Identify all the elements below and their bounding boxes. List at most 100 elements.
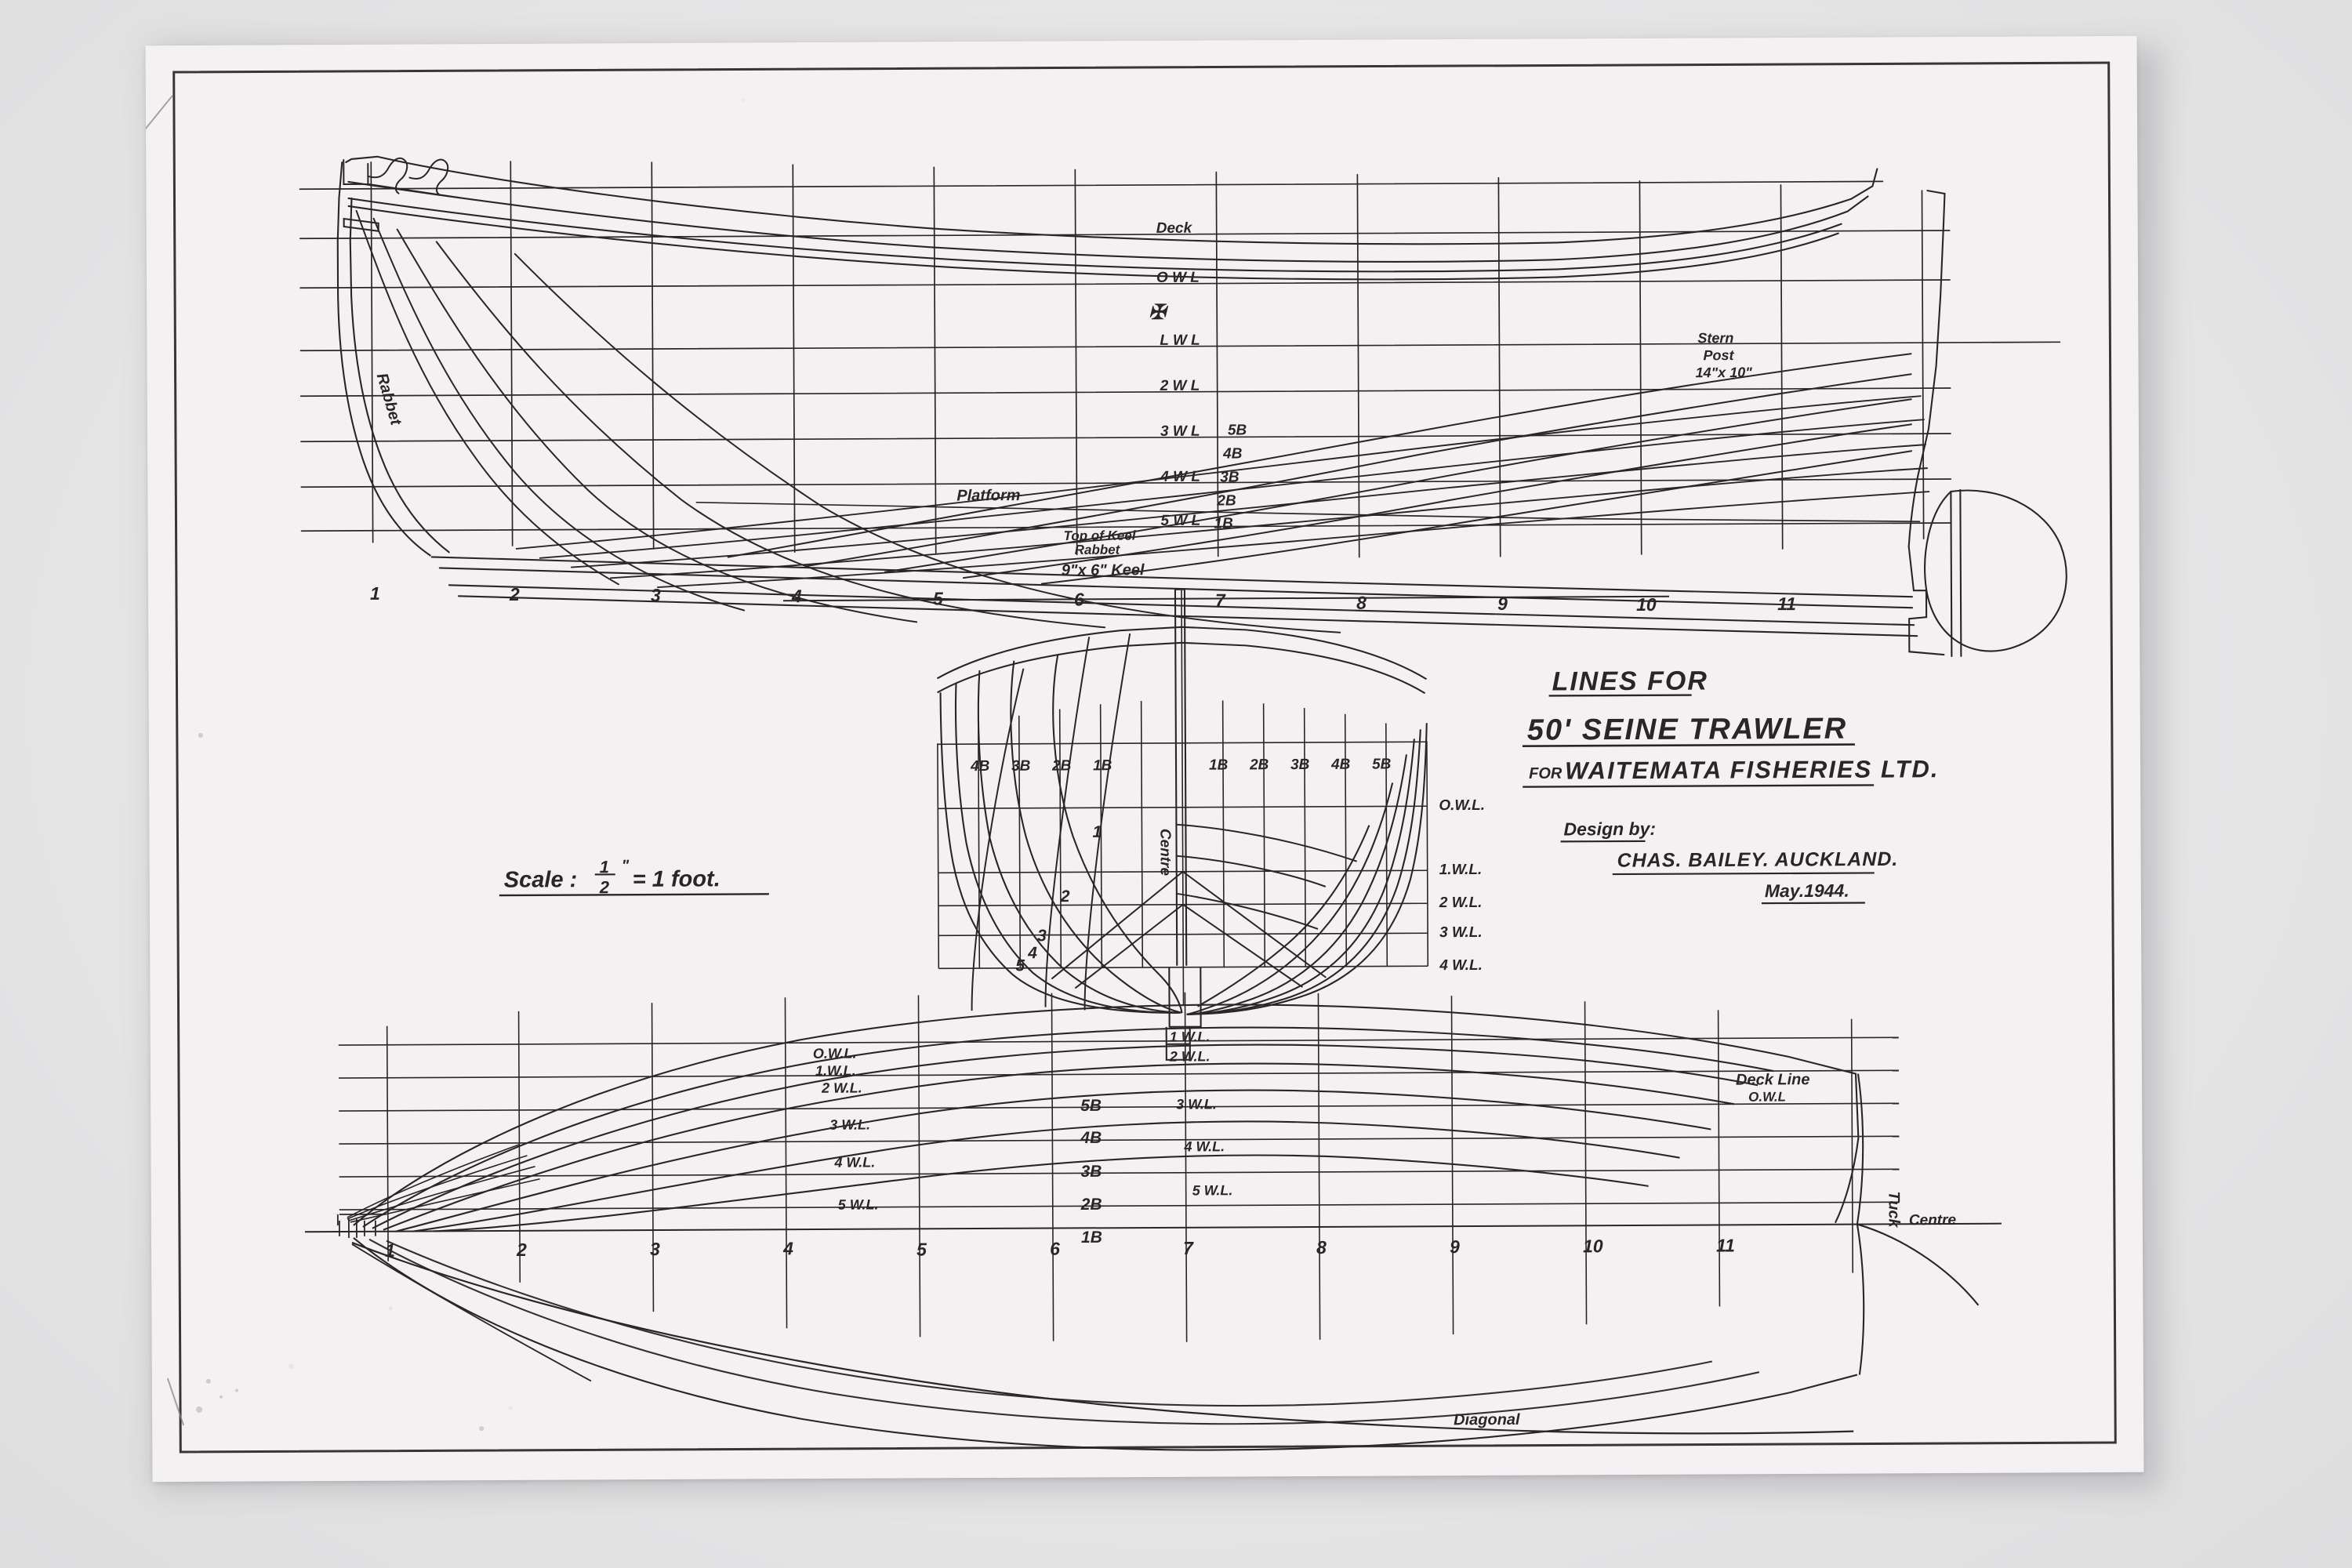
- designer-name: CHAS. BAILEY. AUCKLAND.: [1617, 848, 1899, 872]
- hb-transom-aft: [1856, 1224, 1865, 1375]
- label-4wl: 4 W L: [1160, 469, 1200, 485]
- scale-numerator: 1: [600, 857, 609, 877]
- label-sternpost-2: Post: [1703, 347, 1734, 363]
- svg-text:8: 8: [1356, 593, 1367, 613]
- bp-station-3: 3: [1037, 927, 1047, 945]
- hb-tuck-label: Tuck: [1885, 1191, 1902, 1228]
- hb-stern-taper: [1857, 1223, 1980, 1306]
- midship-symbol-icon: ✠: [1149, 300, 1168, 324]
- hb-deck-line: [353, 1004, 1860, 1226]
- bp-label-2b-left: 2B: [1051, 757, 1072, 774]
- body-plan-deck-line: [937, 641, 1426, 695]
- label-sternpost-1: Stern: [1697, 330, 1733, 346]
- hb-4wl-left: 4 W.L.: [833, 1154, 875, 1170]
- body-plan-forward-sections: [939, 654, 1183, 1014]
- hb-centre-label: Centre: [1909, 1212, 1957, 1229]
- profile-station-grid: [370, 161, 1925, 558]
- svg-text:5: 5: [933, 588, 944, 608]
- hb-3wl-left: 3 W.L.: [829, 1116, 870, 1132]
- hb-lower-curves: [368, 1238, 1760, 1425]
- svg-text:7: 7: [1183, 1238, 1194, 1258]
- label-rabbet-keel: Rabbet: [1075, 543, 1121, 557]
- svg-text:3: 3: [651, 585, 661, 605]
- hb-deck-line-lower: [353, 1237, 1858, 1451]
- design-by-label: Design by:: [1563, 818, 1656, 840]
- hb-5b: 5B: [1080, 1097, 1102, 1115]
- profile-sternpost: [1907, 475, 1919, 548]
- scale-inch-mark: ": [622, 857, 630, 874]
- svg-text:11: 11: [1716, 1235, 1735, 1255]
- bp-label-3b-left: 3B: [1011, 758, 1031, 775]
- svg-text:9: 9: [1497, 593, 1508, 614]
- body-plan-vertical-grid: [937, 589, 1429, 1005]
- profile-transom-line: [1917, 190, 1946, 477]
- hb-owl-stern: O.W.L: [1748, 1089, 1786, 1104]
- drawing-sheet: Deck O W L L W L 2 W L 3 W L 4 W L 5 W L…: [145, 35, 2144, 1483]
- bp-label-4b-left: 4B: [970, 758, 990, 775]
- bp-label-2wl: 2 W.L.: [1439, 895, 1483, 911]
- bp-station-5: 5: [1015, 956, 1025, 975]
- hb-5wl-left: 5 W.L.: [838, 1196, 879, 1212]
- svg-text:2: 2: [516, 1240, 527, 1260]
- svg-text:6: 6: [1074, 589, 1084, 609]
- label-lwl: L W L: [1160, 332, 1200, 349]
- stray-pencil-marks: [145, 95, 185, 1426]
- bp-station-1: 1: [1092, 823, 1102, 841]
- profile-buttock-lines: [515, 395, 1930, 588]
- body-plan-forward-diagonals: [971, 633, 1131, 1011]
- svg-text:2: 2: [509, 584, 520, 604]
- hb-1wl-mid: 1 W.L.: [1170, 1029, 1210, 1044]
- label-2b: 2B: [1216, 492, 1236, 509]
- label-1b: 1B: [1214, 515, 1233, 532]
- bp-label-5b-right: 5B: [1372, 756, 1392, 772]
- profile-deck-edge: [347, 197, 1842, 273]
- hb-station-grid: [386, 992, 1854, 1342]
- bp-station-4: 4: [1027, 944, 1037, 962]
- svg-text:7: 7: [1215, 590, 1226, 611]
- svg-text:8: 8: [1316, 1237, 1327, 1258]
- bp-label-2b-right: 2B: [1249, 757, 1269, 773]
- label-platform: Platform: [956, 487, 1020, 504]
- profile-keel-underside: [457, 595, 1918, 637]
- bp-label-3b-right: 3B: [1290, 757, 1310, 773]
- label-keel-size: 9"x 6" Keel: [1062, 561, 1145, 579]
- body-plan-rail-line: [936, 626, 1428, 681]
- bp-station-2: 2: [1060, 887, 1070, 906]
- scale-denominator: 2: [599, 877, 610, 897]
- profile-rudder-stock2: [1959, 488, 1962, 657]
- label-5b: 5B: [1228, 422, 1247, 438]
- body-plan-stem2: [1183, 589, 1188, 966]
- hb-diagonal-line: [351, 1241, 1854, 1435]
- hb-tuck-line: [1856, 1073, 1864, 1225]
- hb-bow-lower: [351, 1243, 592, 1382]
- hb-owl-left: O.W.L.: [813, 1046, 857, 1062]
- svg-text:6: 6: [1050, 1239, 1060, 1259]
- svg-text:4: 4: [782, 1238, 793, 1258]
- bp-label-3wl: 3 W.L.: [1439, 924, 1483, 941]
- bp-label-4b-right: 4B: [1330, 757, 1351, 773]
- hb-waterline-curves: [362, 1026, 1774, 1232]
- half-breadth-group: [304, 992, 2002, 1451]
- scale-note: Scale : 1 2 " = 1 foot.: [499, 857, 769, 897]
- title-line-1: LINES FOR: [1552, 666, 1708, 696]
- hb-diagonal-label: Diagonal: [1454, 1411, 1520, 1428]
- hb-buttock-grid: [338, 1036, 1900, 1210]
- bp-label-centre: Centre: [1156, 829, 1173, 877]
- lines-plan-drawing: Deck O W L L W L 2 W L 3 W L 4 W L 5 W L…: [145, 61, 2117, 1454]
- label-sternpost-3: 14"x 10": [1696, 365, 1753, 380]
- label-3wl: 3 W L: [1160, 423, 1200, 440]
- hb-1wl-left: 1.W.L.: [815, 1063, 856, 1079]
- bp-label-1b-right: 1B: [1209, 757, 1229, 773]
- profile-station-numbers: 1 2 3 4 5 6 7 8 9 10 11: [370, 583, 1796, 615]
- svg-text:10: 10: [1636, 594, 1657, 615]
- title-line-2: 50' SEINE TRAWLER: [1527, 713, 1848, 747]
- scale-suffix: = 1 foot.: [633, 866, 720, 892]
- half-breadth-labels: O.W.L. 1.W.L. 2 W.L. 3 W.L. 4 W.L. 5 W.L…: [385, 1029, 1957, 1428]
- bow-bitts-and-scroll: [343, 157, 461, 199]
- bp-label-1b-left: 1B: [1093, 757, 1112, 774]
- hb-3b: 3B: [1081, 1163, 1102, 1181]
- bp-label-owl: O.W.L.: [1439, 797, 1485, 814]
- hb-2wl-left: 2 W.L.: [821, 1080, 862, 1096]
- body-plan-diagonals: [1051, 823, 1357, 989]
- profile-deadwood: [1907, 546, 1945, 656]
